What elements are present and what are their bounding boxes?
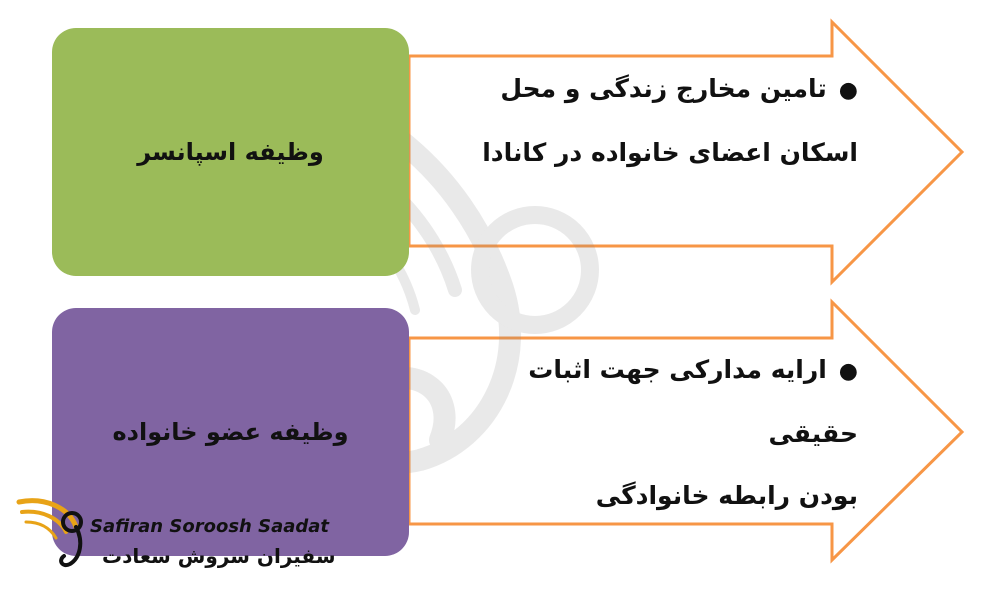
family-member-duty-box: وظیفه عضو خانواده [52, 308, 409, 556]
bullet-icon: ● [838, 359, 858, 384]
description-line: اسکان اعضای خانواده در کانادا [482, 138, 858, 167]
bullet-icon: ● [838, 78, 858, 103]
family-member-duty-description: ●ارایه مدارکی جهت اثبات حقیقی بودن رابطه… [438, 339, 858, 527]
arrow-shape-2 [407, 298, 965, 564]
sponsor-duty-description: ● تامین مخارج زندگی و محل اسکان اعضای خان… [438, 58, 858, 184]
bullet-line: ●ارایه مدارکی جهت اثبات حقیقی [438, 339, 858, 465]
description-line: تامین مخارج زندگی و محل [500, 74, 827, 103]
description-line: ارایه مدارکی جهت اثبات حقیقی [528, 355, 858, 448]
arrow-shape-1 [407, 18, 965, 286]
phoenix-logo-icon [16, 498, 83, 567]
continuation-line: بودن رابطه خانوادگی [438, 465, 858, 527]
description-line: بودن رابطه خانوادگی [595, 481, 858, 510]
family-member-duty-label: وظیفه عضو خانواده [112, 418, 349, 446]
continuation-line: اسکان اعضای خانواده در کانادا [438, 122, 858, 184]
logo-persian-text: سفیران سروش سعادت [102, 544, 336, 568]
sponsor-duty-label: وظیفه اسپانسر [137, 138, 324, 166]
sponsor-duty-box: وظیفه اسپانسر [52, 28, 409, 276]
company-logo: Safiran Soroosh Saadat سفیران سروش سعادت [14, 492, 336, 582]
bullet-line: ● تامین مخارج زندگی و محل [438, 58, 858, 122]
logo-english-text: Safiran Soroosh Saadat [90, 516, 330, 537]
